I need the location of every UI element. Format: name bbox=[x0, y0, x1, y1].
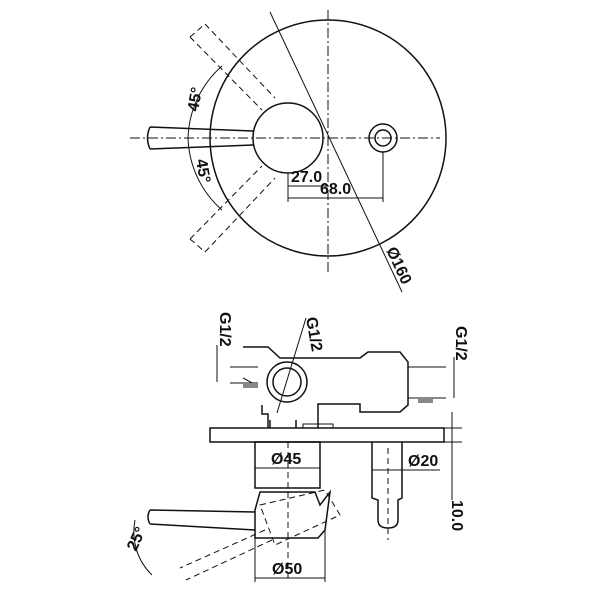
lever-dashed-rotated bbox=[179, 489, 341, 581]
dim-50-label: Ø50 bbox=[272, 561, 302, 578]
side-view: 10.0 G1/2 G1/2 G1/2 Ø45 25° Ø50 bbox=[124, 312, 469, 582]
angle-lower-label: 45° bbox=[192, 158, 213, 185]
diverter-inner bbox=[374, 129, 392, 147]
wall-plate bbox=[209, 427, 445, 443]
angle-upper-label: 45° bbox=[185, 86, 206, 113]
top-view: 45° 45° 27.0 68.0 Ø160 bbox=[130, 10, 447, 293]
thread-left-label: G1/2 bbox=[216, 312, 233, 347]
diverter-stem bbox=[371, 442, 403, 529]
dim-68-label: 68.0 bbox=[320, 181, 351, 198]
dim-27-label: 27.0 bbox=[291, 169, 322, 186]
left-thread-hatch bbox=[243, 383, 258, 388]
lever-handle bbox=[146, 126, 254, 150]
center-thread-dim bbox=[276, 317, 307, 414]
dim-45-label: Ø45 bbox=[271, 451, 301, 468]
thread-center-label: G1/2 bbox=[302, 316, 325, 353]
angle-25-label: 25° bbox=[124, 525, 150, 554]
thread-right-label: G1/2 bbox=[452, 326, 469, 361]
dim-160-label: Ø160 bbox=[382, 245, 414, 288]
lever bbox=[147, 509, 256, 531]
lever-dashed-lower bbox=[189, 165, 276, 253]
lever-dashed-upper bbox=[189, 23, 276, 111]
right-inlet bbox=[408, 366, 446, 399]
handle bbox=[254, 489, 332, 539]
angle-arc bbox=[187, 65, 223, 211]
center-inlet-inner bbox=[272, 367, 302, 397]
dim-line-160 bbox=[269, 11, 403, 293]
dim-20-label: Ø20 bbox=[408, 453, 438, 470]
center-inlet-outer bbox=[266, 361, 308, 403]
dim-10-label: 10.0 bbox=[448, 500, 465, 531]
right-thread-hatch bbox=[418, 398, 433, 403]
set-screw bbox=[302, 423, 334, 429]
angle-25-arc bbox=[133, 519, 153, 576]
valve-body bbox=[243, 346, 409, 428]
